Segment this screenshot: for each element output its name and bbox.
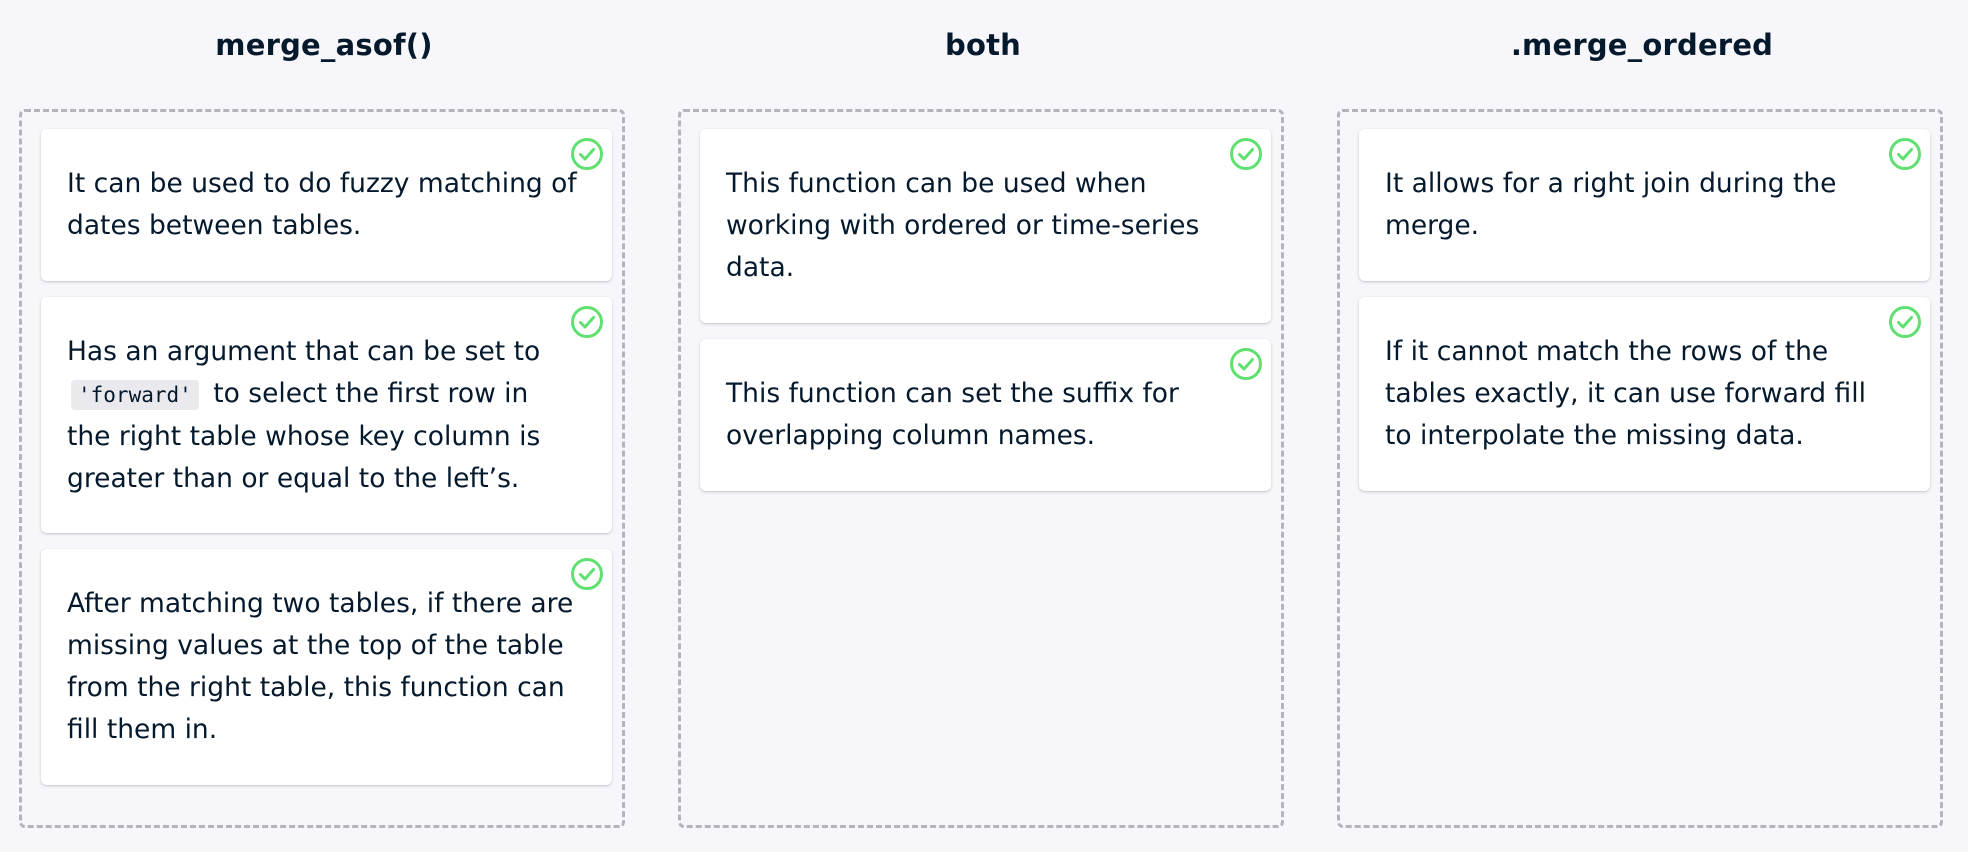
- card-text: If it cannot match the rows of the table…: [1385, 336, 1866, 451]
- answer-card[interactable]: Has an argument that can be set to 'forw…: [41, 297, 612, 533]
- answer-card[interactable]: It allows for a right join during the me…: [1359, 129, 1930, 281]
- check-circle-icon: [1230, 348, 1262, 380]
- dropzone-merge-ordered[interactable]: It allows for a right join during the me…: [1337, 109, 1943, 828]
- card-text: This function can set the suffix for ove…: [726, 378, 1179, 451]
- card-text-before: Has an argument that can be set to: [67, 336, 541, 367]
- card-text: After matching two tables, if there are …: [67, 588, 574, 745]
- card-text-after: to select the first row in the right tab…: [67, 378, 541, 494]
- column-merge-asof: merge_asof() It can be used to do fuzzy …: [19, 0, 629, 852]
- column-title: both: [945, 28, 1021, 62]
- check-circle-icon: [1230, 138, 1262, 170]
- answer-card[interactable]: If it cannot match the rows of the table…: [1359, 297, 1930, 491]
- column-merge-ordered: .merge_ordered It allows for a right joi…: [1337, 0, 1947, 852]
- check-circle-icon: [1889, 306, 1921, 338]
- inline-code: 'forward': [71, 380, 199, 410]
- column-title: .merge_ordered: [1510, 28, 1774, 62]
- card-text: It can be used to do fuzzy matching of d…: [67, 168, 577, 241]
- check-circle-icon: [1889, 138, 1921, 170]
- column-title: merge_asof(): [215, 28, 433, 62]
- card-text: This function can be used when working w…: [726, 168, 1200, 283]
- column-both: both This function can be used when work…: [678, 0, 1288, 852]
- answer-card[interactable]: This function can set the suffix for ove…: [700, 339, 1271, 491]
- card-text: Has an argument that can be set to 'forw…: [67, 331, 578, 500]
- answer-card[interactable]: This function can be used when working w…: [700, 129, 1271, 323]
- answer-card[interactable]: After matching two tables, if there are …: [41, 549, 612, 785]
- check-circle-icon: [571, 558, 603, 590]
- check-circle-icon: [571, 306, 603, 338]
- dropzone-merge-asof[interactable]: It can be used to do fuzzy matching of d…: [19, 109, 625, 828]
- card-text: It allows for a right join during the me…: [1385, 168, 1837, 241]
- dropzone-both[interactable]: This function can be used when working w…: [678, 109, 1284, 828]
- check-circle-icon: [571, 138, 603, 170]
- answer-card[interactable]: It can be used to do fuzzy matching of d…: [41, 129, 612, 281]
